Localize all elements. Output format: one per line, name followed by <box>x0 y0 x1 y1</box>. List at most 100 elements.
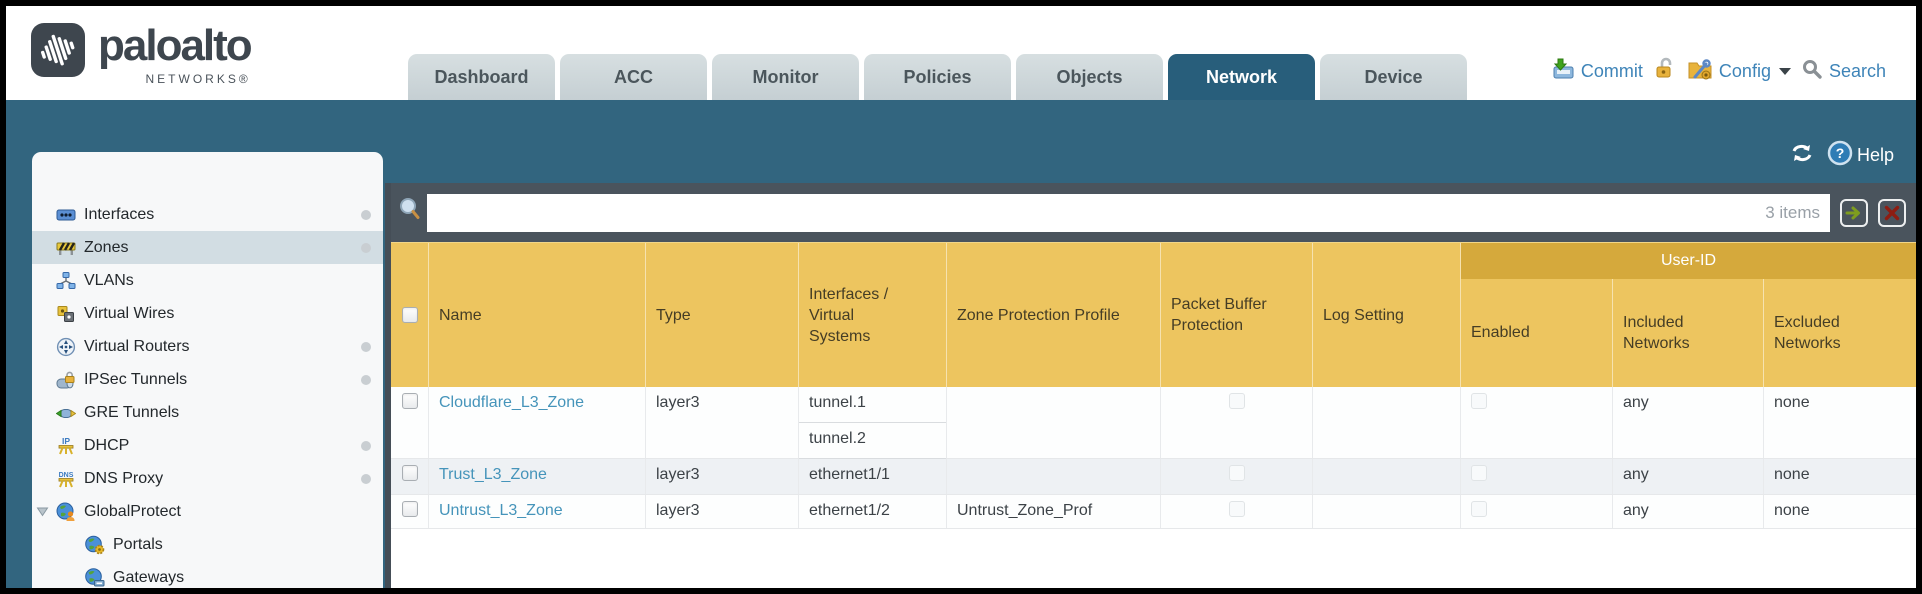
tab-dashboard[interactable]: Dashboard <box>408 54 555 100</box>
brand-name: paloalto <box>98 21 253 70</box>
cell-type: layer3 <box>646 387 799 458</box>
svg-text:DNS: DNS <box>59 472 74 479</box>
virtual-routers-icon <box>56 337 76 357</box>
apply-filter-button[interactable] <box>1840 198 1868 227</box>
zone-name-link[interactable]: Untrust_L3_Zone <box>439 502 563 519</box>
column-header-log-setting[interactable]: Log Setting <box>1313 243 1461 387</box>
sidebar-item-gateways[interactable]: Gateways <box>32 561 383 588</box>
cell-type: layer3 <box>646 459 799 494</box>
cell-interfaces: ethernet1/2 <box>799 495 947 528</box>
filter-input[interactable] <box>427 195 1766 230</box>
global-search-button[interactable]: Search <box>1801 58 1886 85</box>
select-all-checkbox[interactable] <box>401 307 418 323</box>
cell-excluded-networks: none <box>1774 502 1810 519</box>
item-dot <box>361 375 371 385</box>
help-label: Help <box>1856 145 1894 165</box>
globalprotect-icon <box>56 502 76 522</box>
filter-search-icon <box>397 196 423 229</box>
zone-name-link[interactable]: Cloudflare_L3_Zone <box>439 394 584 411</box>
config-button[interactable]: Config <box>1687 57 1791 86</box>
row-checkbox[interactable] <box>401 465 418 481</box>
close-icon <box>1884 205 1900 220</box>
gre-tunnels-icon <box>56 403 76 423</box>
column-header-packet-buffer[interactable]: Packet Buffer Protection <box>1161 243 1313 387</box>
table-row: Cloudflare_L3_Zone layer3 tunnel.1 tunne… <box>391 387 1916 459</box>
item-dot <box>361 243 371 253</box>
zones-icon <box>56 238 76 258</box>
sidebar-item-gre-tunnels[interactable]: GRE Tunnels <box>32 396 383 429</box>
refresh-button[interactable] <box>1789 141 1815 170</box>
filter-input-wrap: 3 items <box>427 193 1830 232</box>
cell-log-setting <box>1313 459 1461 494</box>
sidebar-item-globalprotect[interactable]: GlobalProtect <box>32 495 383 528</box>
column-header-zone-protection[interactable]: Zone Protection Profile <box>947 243 1161 387</box>
cell-packet-buffer <box>1161 495 1313 528</box>
interface-item: tunnel.2 <box>799 423 946 459</box>
column-header-type[interactable]: Type <box>646 243 799 387</box>
brand-tagline: NETWORKS® <box>145 72 251 86</box>
tab-objects[interactable]: Objects <box>1016 54 1163 100</box>
sidebar: Interfaces Zones VLANs Virtual Wires <box>32 152 383 588</box>
tab-device[interactable]: Device <box>1320 54 1467 100</box>
content: 3 items Name Type Interfaces / Virtual S… <box>385 183 1916 588</box>
sidebar-item-dns-proxy[interactable]: DNS DNS Proxy <box>32 462 383 495</box>
packet-buffer-checkbox <box>1228 393 1245 409</box>
column-header-name[interactable]: Name <box>429 243 646 387</box>
cell-zone-protection <box>947 387 1161 458</box>
cell-interfaces: ethernet1/1 <box>799 459 947 494</box>
row-checkbox[interactable] <box>401 501 418 517</box>
sidebar-item-portals[interactable]: Portals <box>32 528 383 561</box>
tab-network[interactable]: Network <box>1168 54 1315 100</box>
sidebar-item-interfaces[interactable]: Interfaces <box>32 198 383 231</box>
column-header-excluded-networks[interactable]: Excluded Networks <box>1774 313 1841 352</box>
brand-logo: paloalto NETWORKS® <box>30 21 253 86</box>
tab-acc[interactable]: ACC <box>560 54 707 100</box>
clear-filter-button[interactable] <box>1878 198 1906 227</box>
packet-buffer-checkbox <box>1228 465 1245 481</box>
cell-enabled <box>1461 459 1613 494</box>
top-bar: paloalto NETWORKS® Dashboard ACC Monitor… <box>6 6 1916 100</box>
cell-log-setting <box>1313 387 1461 458</box>
lock-icon[interactable] <box>1653 57 1677 86</box>
enabled-checkbox <box>1471 393 1487 409</box>
column-header-enabled[interactable]: Enabled <box>1461 278 1613 387</box>
dns-proxy-icon: DNS <box>56 469 76 489</box>
cell-excluded-networks: none <box>1774 466 1810 483</box>
enabled-checkbox <box>1471 501 1487 517</box>
cell-included-networks: any <box>1613 459 1764 494</box>
commit-icon <box>1551 57 1575 86</box>
cell-log-setting <box>1313 495 1461 528</box>
sidebar-item-virtual-wires[interactable]: Virtual Wires <box>32 297 383 330</box>
sidebar-item-virtual-routers[interactable]: Virtual Routers <box>32 330 383 363</box>
cell-type: layer3 <box>646 495 799 528</box>
config-icon <box>1687 57 1713 86</box>
arrow-right-icon <box>1845 206 1860 219</box>
portals-icon <box>85 535 105 555</box>
expander-icon[interactable] <box>36 505 49 523</box>
userid-group: User-ID Enabled Included Networks Exclud… <box>1461 243 1916 387</box>
sidebar-item-dhcp[interactable]: IP DHCP <box>32 429 383 462</box>
search-icon <box>1801 58 1823 85</box>
column-header-interfaces[interactable]: Interfaces / Virtual Systems <box>799 243 947 387</box>
svg-text:IP: IP <box>62 436 70 446</box>
item-dot <box>361 342 371 352</box>
zone-name-link[interactable]: Trust_L3_Zone <box>439 466 547 483</box>
commit-button[interactable]: Commit <box>1551 57 1643 86</box>
help-button[interactable]: ? Help <box>1827 140 1894 171</box>
tab-policies[interactable]: Policies <box>864 54 1011 100</box>
sidebar-item-ipsec-tunnels[interactable]: IPSec Tunnels <box>32 363 383 396</box>
sidebar-item-vlans[interactable]: VLANs <box>32 264 383 297</box>
cell-included-networks: any <box>1613 387 1764 458</box>
sidebar-item-zones[interactable]: Zones <box>32 231 383 264</box>
cell-packet-buffer <box>1161 459 1313 494</box>
cell-included-networks: any <box>1613 495 1764 528</box>
row-checkbox[interactable] <box>401 393 418 409</box>
svg-text:?: ? <box>1836 145 1845 161</box>
virtual-wires-icon <box>56 304 76 324</box>
column-header-included-networks[interactable]: Included Networks <box>1613 278 1764 387</box>
cell-enabled <box>1461 495 1613 528</box>
top-actions: Commit C <box>1551 57 1886 86</box>
tab-monitor[interactable]: Monitor <box>712 54 859 100</box>
items-count: 3 items <box>1765 202 1820 222</box>
filter-toolbar: 3 items <box>391 183 1916 242</box>
